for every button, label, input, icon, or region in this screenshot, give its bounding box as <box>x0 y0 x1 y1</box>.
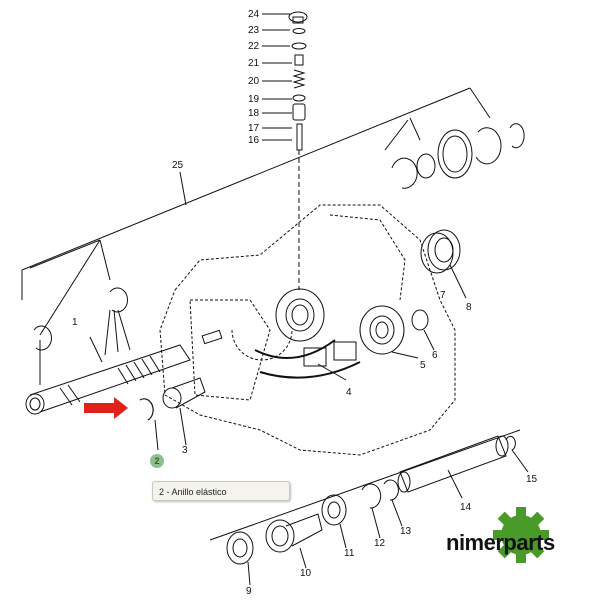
callout-7: 7 <box>440 290 446 301</box>
housing-gears <box>254 288 435 381</box>
callout-1: 1 <box>72 317 78 328</box>
highlight-arrow <box>84 397 128 419</box>
callout-13: 13 <box>400 526 412 537</box>
bearing-8 <box>420 229 467 299</box>
callout-10: 10 <box>300 568 312 579</box>
stub-shaft-3 <box>162 377 206 446</box>
callout-6: 6 <box>432 350 438 361</box>
callout-5: 5 <box>420 360 426 371</box>
shaft-rings <box>33 287 131 356</box>
callout-24: 24 <box>248 9 260 20</box>
callout-3: 3 <box>182 445 188 456</box>
callout-17: 17 <box>248 123 260 134</box>
brand-logo: nimerparts <box>446 506 596 576</box>
callout-9: 9 <box>246 586 252 597</box>
callout-18: 18 <box>248 108 260 119</box>
callout-14: 14 <box>460 502 472 513</box>
callout-25: 25 <box>172 160 184 171</box>
callout-8: 8 <box>466 302 472 313</box>
transmission-housing <box>159 204 456 456</box>
bottom-shaft-assembly <box>209 429 529 586</box>
top-valve-stack <box>288 11 308 290</box>
part-tooltip: 2 - Anillo elástico <box>152 481 290 501</box>
callout-22: 22 <box>248 41 260 52</box>
callout-16: 16 <box>248 135 260 146</box>
callout-21: 21 <box>248 58 260 69</box>
callout-15: 15 <box>526 474 538 485</box>
callout-11: 11 <box>344 548 355 559</box>
snap-rings-top-right <box>391 123 525 189</box>
brand-name: nimerparts <box>446 530 555 555</box>
dowel-pin <box>201 329 223 345</box>
callout-23: 23 <box>248 25 260 36</box>
part-2-hotspot[interactable]: 2 <box>150 454 164 468</box>
bracket-25 <box>21 87 491 336</box>
callout-12: 12 <box>374 538 386 549</box>
callout-20: 20 <box>248 76 260 87</box>
gear-icon <box>493 507 549 563</box>
top-stack-leaders <box>262 13 292 141</box>
main-shaft-1 <box>25 336 191 415</box>
callout-4: 4 <box>346 387 352 398</box>
snap-ring-2 <box>139 398 154 421</box>
callout-19: 19 <box>248 94 260 105</box>
